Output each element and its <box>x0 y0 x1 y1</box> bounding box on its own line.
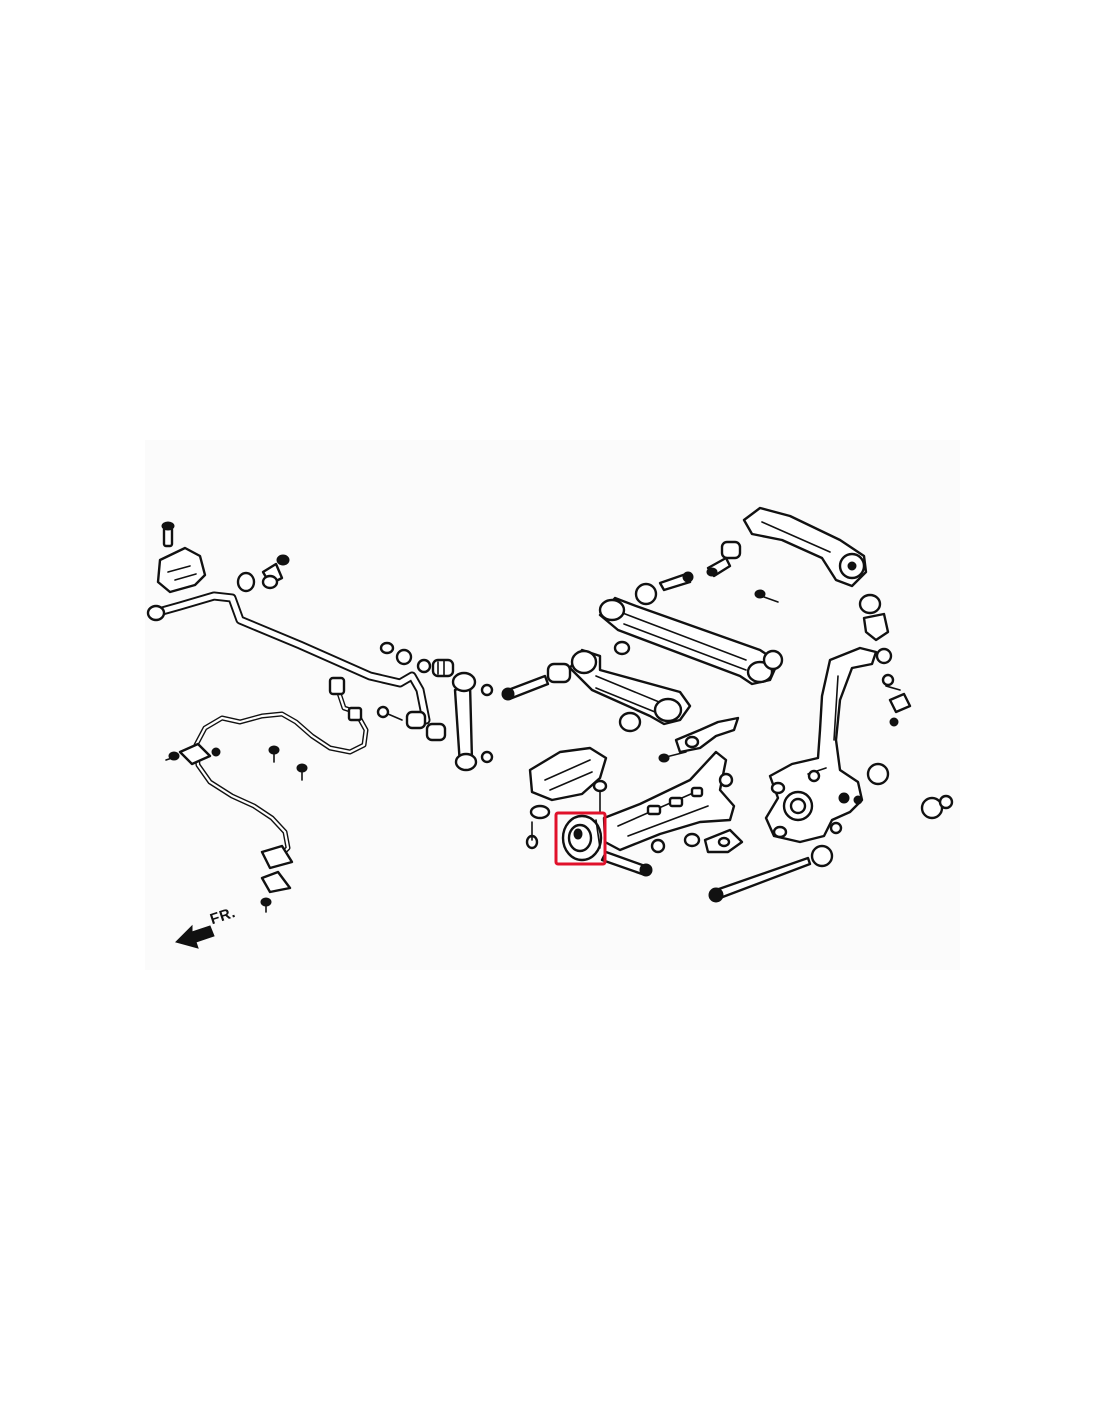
bracket-bolt-small <box>236 554 290 593</box>
stabilizer-end-link <box>451 671 494 772</box>
upper-arm-front <box>501 648 692 733</box>
upper-control-arm <box>706 506 868 603</box>
trailing-arm <box>600 750 744 877</box>
upper-arm-rear <box>598 571 784 686</box>
knuckle-side-bushings <box>810 762 954 868</box>
knuckle-bushing-stack <box>858 593 912 727</box>
arm-bracket-plate <box>658 716 740 763</box>
harness-bolts <box>165 745 308 913</box>
front-direction-arrow-icon <box>175 924 215 949</box>
abs-wiring-harness <box>178 676 369 894</box>
highlight-box <box>554 811 607 866</box>
trailing-arm-bracket <box>525 746 608 850</box>
stabilizer-mount-bracket <box>156 521 207 594</box>
trailing-arm-bushing <box>561 814 603 862</box>
stabilizer-bushings <box>376 641 455 742</box>
stabilizer-bar <box>146 591 431 725</box>
rear-knuckle <box>764 646 878 844</box>
long-adjust-bolt <box>708 856 812 903</box>
